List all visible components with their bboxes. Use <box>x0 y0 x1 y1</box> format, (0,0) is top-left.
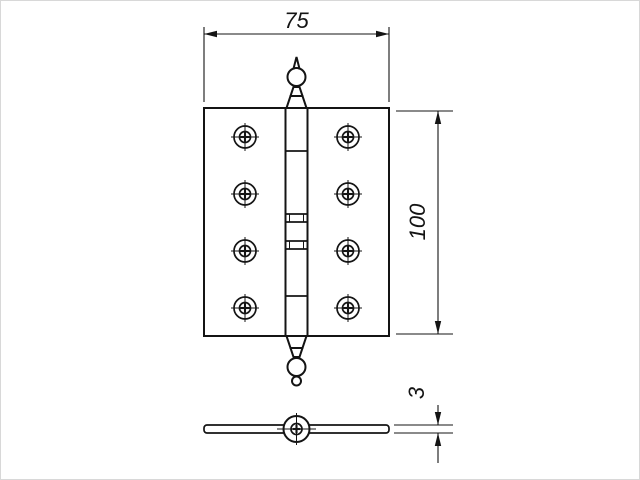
finial-neck <box>289 86 304 97</box>
bearing-washer <box>285 213 308 223</box>
arrowhead-up <box>434 433 442 446</box>
finial-ball <box>286 67 307 87</box>
screw-hole <box>332 292 364 324</box>
screw-hole <box>229 178 261 210</box>
screw-hole <box>332 178 364 210</box>
arrowhead-left <box>204 30 217 38</box>
thickness-dimension: 3 <box>394 386 453 463</box>
height-dimension: 100 <box>396 110 453 335</box>
width-dimension: 75 <box>203 8 390 102</box>
width-dimension-label: 75 <box>284 8 309 33</box>
top-finial <box>285 56 308 109</box>
finial-collar <box>285 95 308 109</box>
hinge-plate-outline <box>203 107 390 337</box>
pin-end-circle <box>290 422 303 436</box>
thickness-dimension-label: 3 <box>404 386 429 399</box>
arrowhead-right <box>376 30 389 38</box>
arrowhead-bottom <box>434 321 442 334</box>
finial-bead-tip <box>291 375 302 387</box>
bearing-washer <box>285 240 308 250</box>
screw-hole <box>229 121 261 153</box>
hinge-barrel <box>284 108 309 336</box>
hinge-front-view <box>203 56 390 387</box>
arrowhead-down <box>434 412 442 425</box>
finial-collar <box>285 335 308 349</box>
arrowhead-top <box>434 111 442 124</box>
screw-hole <box>332 235 364 267</box>
bottom-finial <box>285 335 308 387</box>
height-dimension-label: 100 <box>405 203 430 240</box>
screw-hole <box>332 121 364 153</box>
screw-hole <box>229 235 261 267</box>
finial-neck <box>289 347 304 358</box>
finial-ball <box>286 357 307 377</box>
finial-spike-tip <box>292 56 301 70</box>
hinge-side-view <box>203 413 390 445</box>
screw-hole <box>229 292 261 324</box>
